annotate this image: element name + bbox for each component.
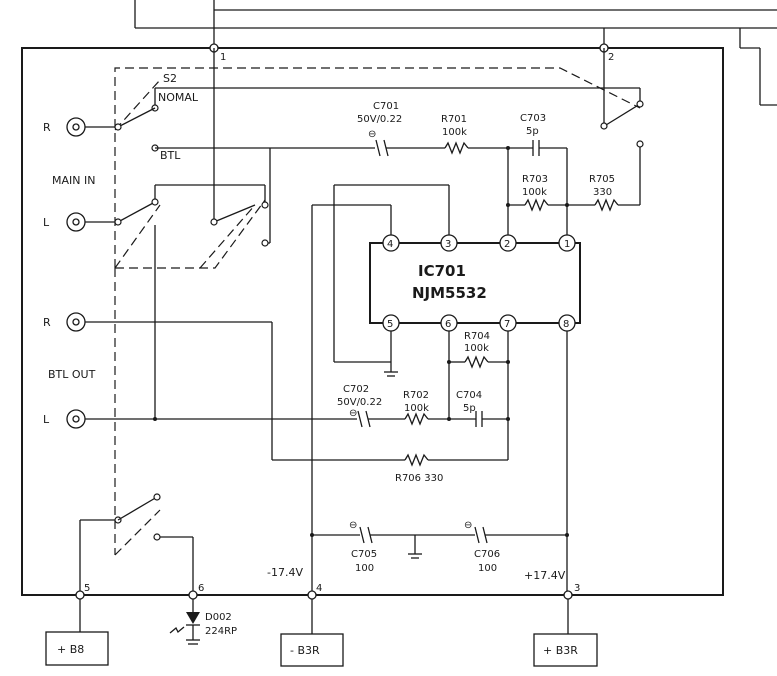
main-in-l-label: L bbox=[43, 216, 50, 229]
ic-pin-8: 8 bbox=[563, 319, 569, 330]
r705-ref: R705 bbox=[589, 174, 615, 185]
r703-ref: R703 bbox=[522, 174, 548, 185]
switch-pos-btl: BTL bbox=[160, 149, 181, 162]
c702-polarity: ⊖ bbox=[349, 408, 357, 419]
external-top-wires bbox=[134, 0, 777, 106]
c706-polarity: ⊖ bbox=[464, 520, 472, 531]
supply-neg-label: -17.4V bbox=[267, 566, 303, 579]
lower-network: R704 100k C702 50V/0.22 ⊖ R702 100k C704… bbox=[272, 331, 510, 484]
c702-val: 50V/0.22 bbox=[337, 397, 382, 408]
d002-val: 224RP bbox=[205, 626, 237, 637]
ic-pin-6: 6 bbox=[445, 319, 451, 330]
btl-out-r-label: R bbox=[43, 316, 51, 329]
r702-val: 100k bbox=[404, 403, 429, 414]
terminal-b3r-neg: - B3R bbox=[290, 644, 320, 657]
c703-ref: C703 bbox=[520, 113, 546, 124]
ic701-chip: IC701 NJM5532 4 3 2 1 5 6 7 8 bbox=[369, 234, 581, 332]
terminal-b3r-pos: + B3R bbox=[543, 644, 578, 657]
connector-1-label: 1 bbox=[220, 52, 226, 63]
btl-out-l-label: L bbox=[43, 413, 50, 426]
ic701-part: NJM5532 bbox=[412, 284, 487, 302]
c704-val: 5p bbox=[463, 403, 476, 414]
c703-val: 5p bbox=[526, 126, 539, 137]
connector-2-label: 2 bbox=[608, 52, 614, 63]
c706-val: 100 bbox=[478, 563, 497, 574]
r705-val: 330 bbox=[593, 187, 612, 198]
main-in-jacks: R MAIN IN L bbox=[43, 117, 115, 232]
r704-val: 100k bbox=[464, 343, 489, 354]
main-in-r-label: R bbox=[43, 121, 51, 134]
c701-polarity: ⊖ bbox=[368, 129, 376, 140]
c701-ref: C701 bbox=[373, 101, 399, 112]
terminal-boxes: + B8 - B3R + B3R bbox=[45, 599, 598, 667]
r704-ref: R704 bbox=[464, 331, 490, 342]
btl-out-jacks: R BTL OUT L bbox=[43, 225, 357, 460]
c702-ref: C702 bbox=[343, 384, 369, 395]
connector-3-label: 3 bbox=[574, 583, 580, 594]
d002-ref: D002 bbox=[205, 612, 232, 623]
c701-val: 50V/0.22 bbox=[357, 114, 402, 125]
c705-ref: C705 bbox=[351, 549, 377, 560]
ic-pin-2: 2 bbox=[504, 239, 510, 250]
btl-out-title: BTL OUT bbox=[48, 368, 96, 381]
r706-label: R706 330 bbox=[395, 473, 443, 484]
r703-val: 100k bbox=[522, 187, 547, 198]
connector-pins: 1 2 3 4 5 6 bbox=[75, 43, 614, 600]
terminal-b8: + B8 bbox=[57, 643, 84, 656]
board-outline bbox=[21, 47, 724, 596]
switch-pos-nomal: NOMAL bbox=[158, 91, 199, 104]
supply-pos-label: +17.4V bbox=[524, 569, 566, 582]
c705-val: 100 bbox=[355, 563, 374, 574]
ic-pin-5: 5 bbox=[387, 319, 393, 330]
ic-pin-7: 7 bbox=[504, 319, 510, 330]
connector-4-label: 4 bbox=[316, 583, 322, 594]
ic-pin-1: 1 bbox=[564, 239, 570, 250]
ic701-ref: IC701 bbox=[418, 262, 466, 280]
switch-s2: S2 NOMAL BTL bbox=[79, 48, 644, 591]
connector-6-label: 6 bbox=[198, 583, 204, 594]
power-decoupling: ⊖ C705 100 ⊖ C706 100 -17.4V +17.4V bbox=[267, 331, 569, 591]
diode-d002: D002 224RP bbox=[169, 599, 237, 645]
c704-ref: C704 bbox=[456, 390, 482, 401]
upper-network: C701 50V/0.22 ⊖ R701 100k C703 5p R703 1… bbox=[270, 101, 640, 591]
c705-polarity: ⊖ bbox=[349, 520, 357, 531]
r701-val: 100k bbox=[442, 127, 467, 138]
ic-pin-3: 3 bbox=[445, 239, 451, 250]
r702-ref: R702 bbox=[403, 390, 429, 401]
r701-ref: R701 bbox=[441, 114, 467, 125]
switch-name: S2 bbox=[163, 72, 177, 85]
main-in-title: MAIN IN bbox=[52, 174, 95, 187]
c706-ref: C706 bbox=[474, 549, 500, 560]
ic-pin-4: 4 bbox=[387, 239, 393, 250]
connector-5-label: 5 bbox=[84, 583, 90, 594]
